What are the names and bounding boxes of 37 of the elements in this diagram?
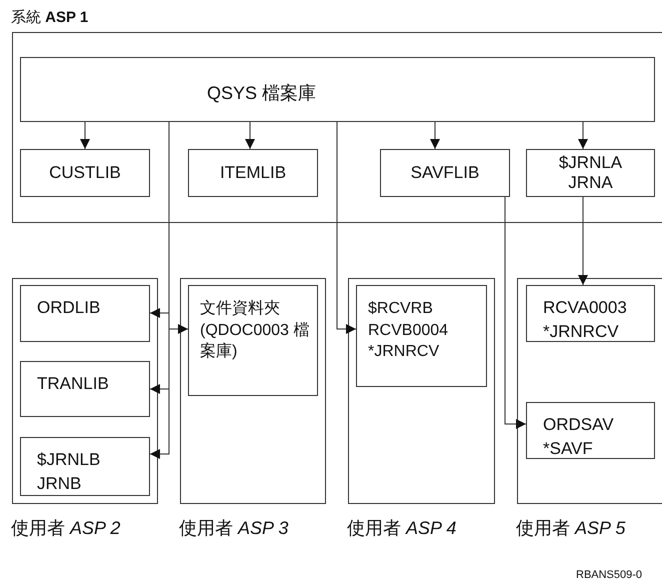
library-box: [20, 57, 655, 122]
group-label: 系統 ASP 1: [11, 8, 88, 28]
library-box: [20, 437, 150, 496]
node-label: ORDLIB: [37, 297, 102, 319]
library-box: [526, 285, 655, 342]
library-box: [20, 285, 150, 342]
node-label: TRANLIB: [37, 373, 110, 395]
library-box: [20, 361, 150, 417]
node-label: ORDSAV *SAVF: [543, 414, 615, 460]
arrow: [504, 196, 526, 429]
node-label: $JRNLB JRNB: [37, 449, 102, 495]
node-label: $RCVRB RCVB0004 *JRNRCV: [368, 299, 450, 362]
node-label: QSYS 檔案庫: [207, 82, 318, 105]
node-label: RCVA0003 *JRNRCV: [543, 297, 628, 343]
node-label: ITEMLIB: [220, 163, 286, 183]
library-box: [20, 149, 150, 197]
arrow: [336, 122, 356, 334]
arrow: [80, 122, 90, 150]
library-box: [526, 149, 655, 197]
node-label: CUSTLIB: [49, 163, 121, 183]
group-label: 使用者 ASP 4: [347, 517, 456, 540]
arrow: [578, 196, 588, 286]
node-label: 文件資料夾(QDOC0003 檔案庫): [200, 298, 310, 362]
library-box: [188, 149, 318, 197]
node-label: SAVFLIB: [410, 163, 480, 183]
library-box: [356, 285, 487, 387]
node-label: $JRNLA JRNA: [558, 153, 624, 193]
group-label: 使用者 ASP 2: [11, 517, 120, 540]
group-label: 使用者 ASP 5: [516, 517, 626, 540]
library-box: [188, 285, 318, 396]
library-box: [380, 149, 510, 197]
arrow: [578, 122, 588, 150]
figure-id: RBANS509-0: [576, 568, 642, 583]
arrow: [245, 122, 255, 150]
library-box: [526, 402, 655, 459]
arrow: [430, 122, 440, 150]
group-label: 使用者 ASP 3: [179, 517, 288, 540]
